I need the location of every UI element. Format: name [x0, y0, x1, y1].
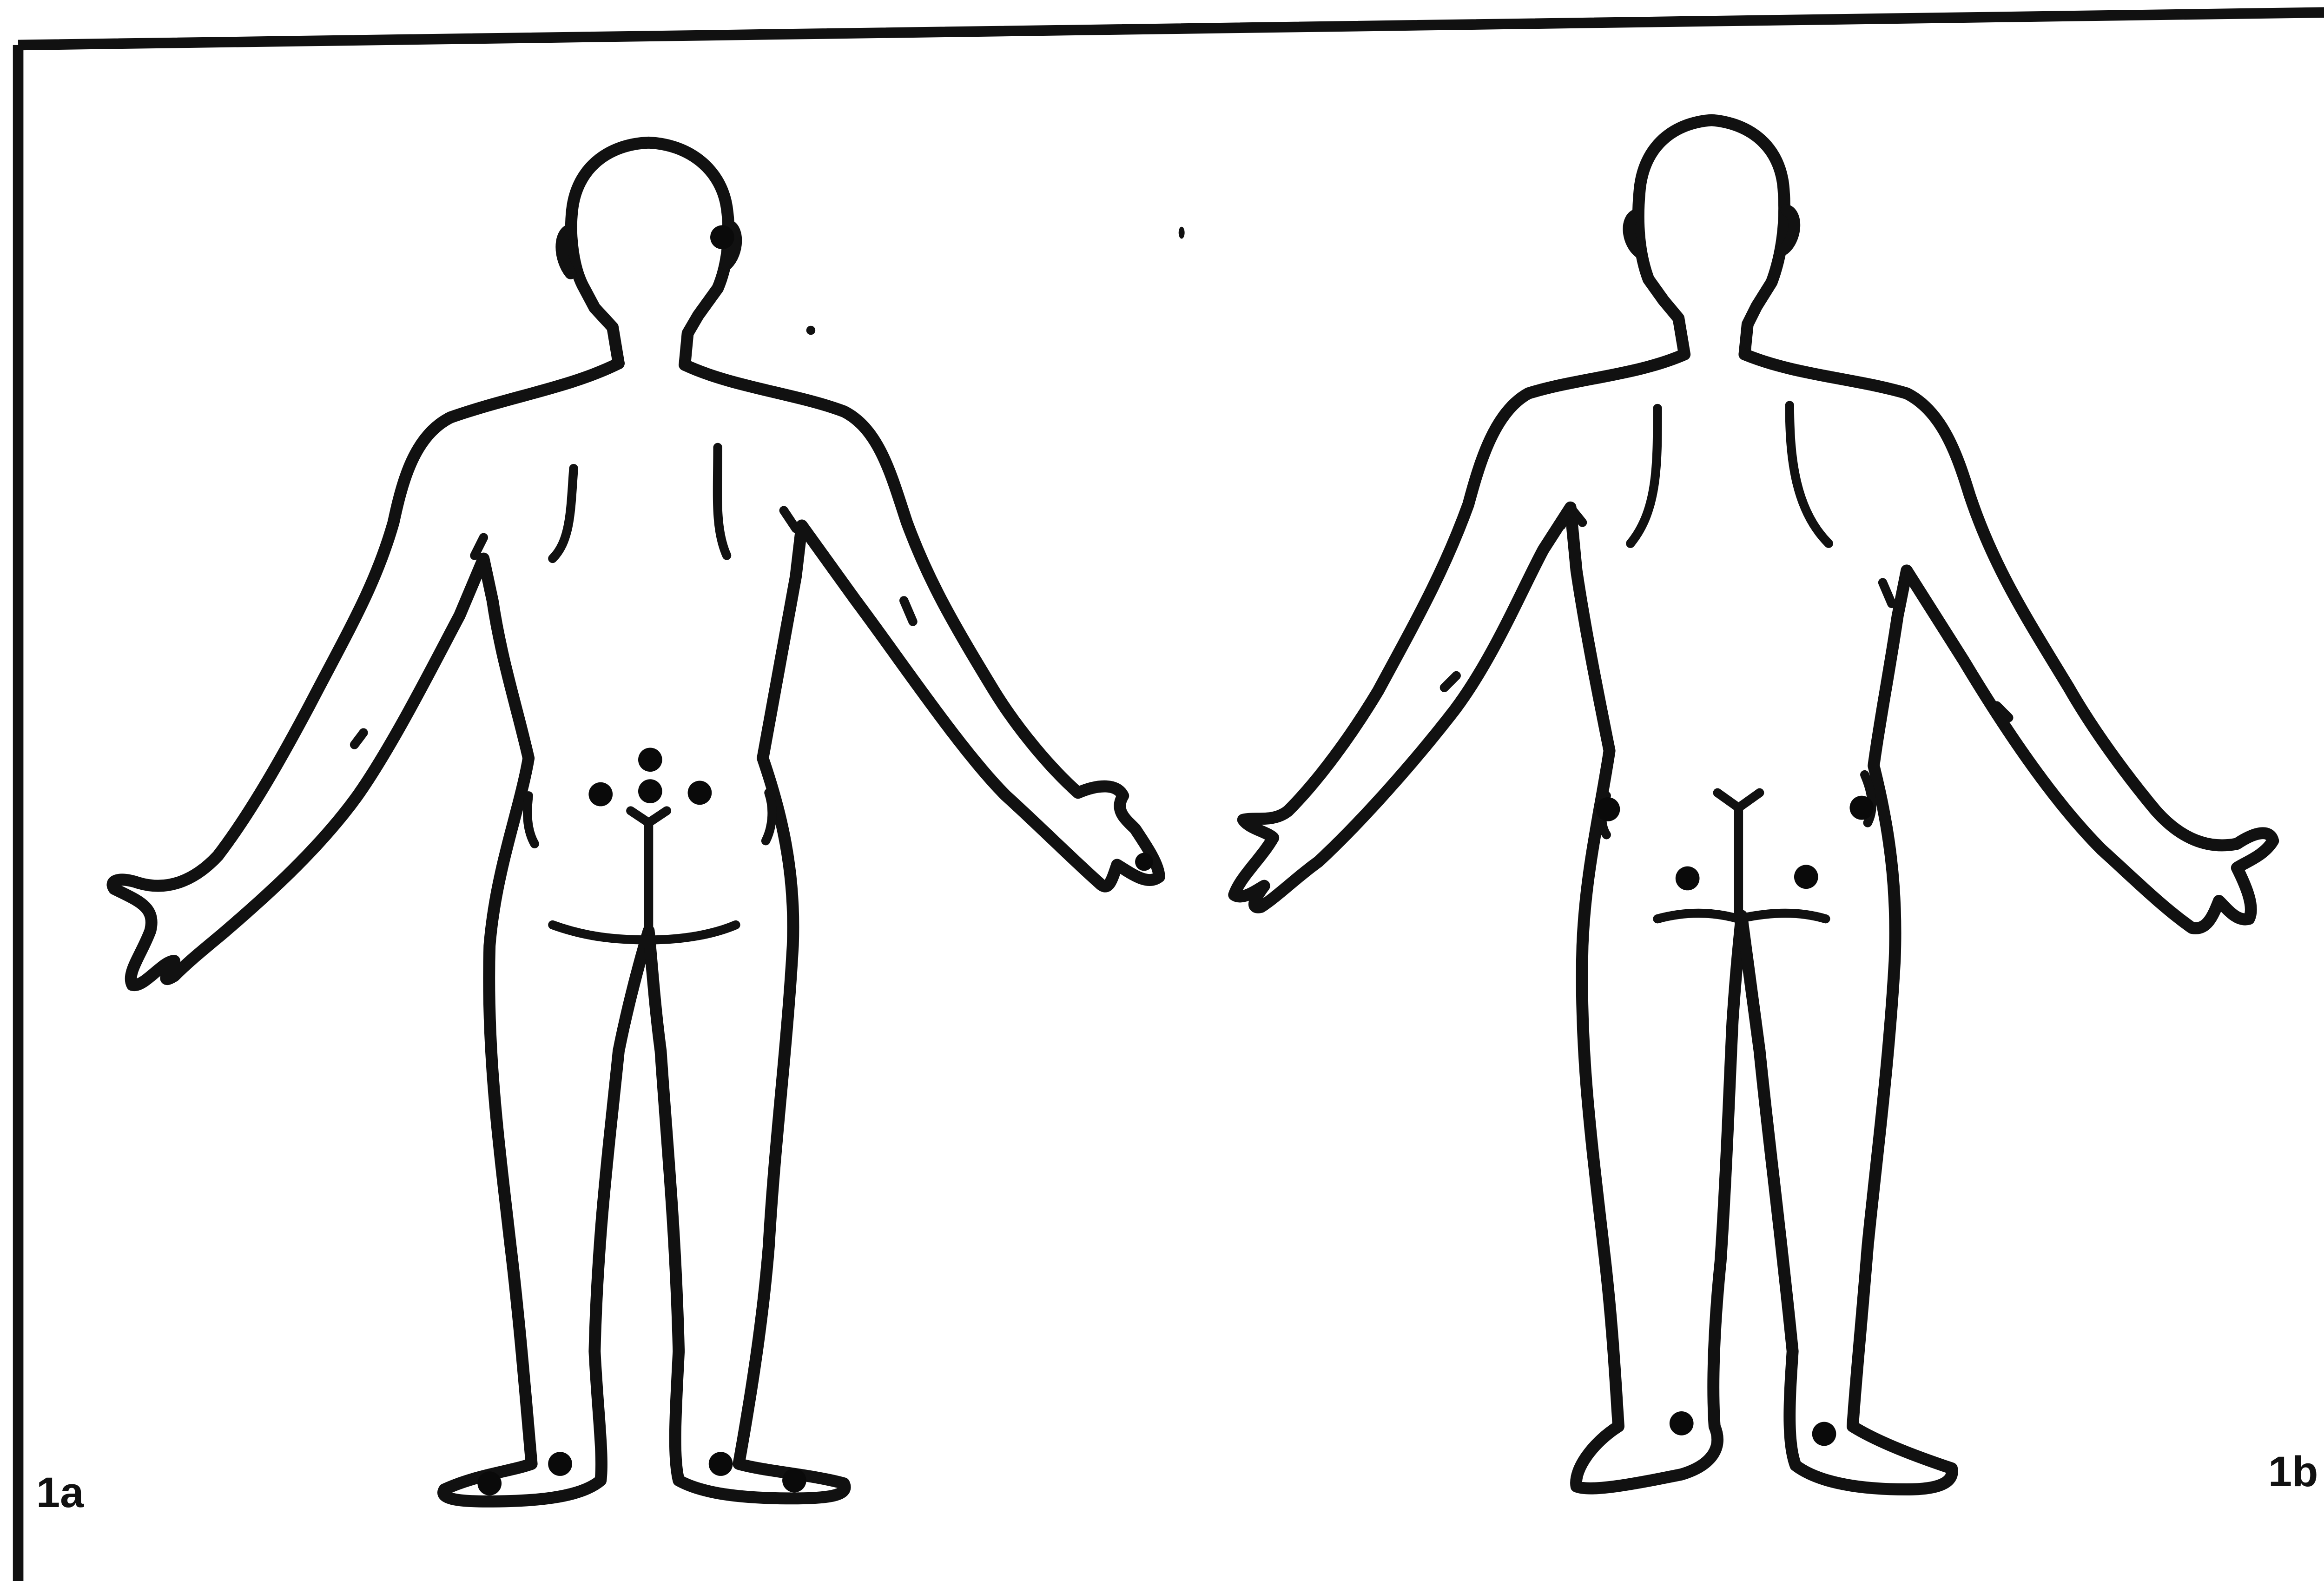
- marker-1a-right-heel: [709, 1452, 733, 1476]
- marker-1b-left-hip: [1596, 797, 1620, 821]
- marker-1a-sacral-center: [638, 779, 662, 803]
- marker-1a-left-heel: [548, 1452, 572, 1476]
- panel-label-1a: 1a: [36, 1471, 84, 1514]
- marker-1a-right-hand: [1135, 853, 1153, 871]
- marker-1b-right-hip: [1849, 796, 1874, 820]
- marker-1a-head: [710, 225, 734, 249]
- figure-1b-body-outline: [1234, 120, 2273, 1489]
- marker-1a-left-toe: [477, 1471, 502, 1495]
- figure-1a-body-outline: [112, 143, 1159, 1502]
- marker-1a-right-toe: [782, 1469, 806, 1493]
- marker-1a-sacral-right: [688, 781, 712, 805]
- panel-label-1b: 1b: [2268, 1450, 2318, 1493]
- marker-1b-right-ankle: [1812, 1422, 1836, 1446]
- marker-1b-left-buttock: [1676, 867, 1700, 891]
- marker-1a-sacral-left: [588, 782, 613, 807]
- marker-1b-right-buttock: [1794, 865, 1818, 889]
- scan-specks: [806, 227, 1185, 335]
- figure-1a-markers: [477, 225, 1153, 1495]
- marker-1a-sacral-top: [638, 748, 662, 772]
- marker-1b-left-ankle: [1670, 1411, 1694, 1435]
